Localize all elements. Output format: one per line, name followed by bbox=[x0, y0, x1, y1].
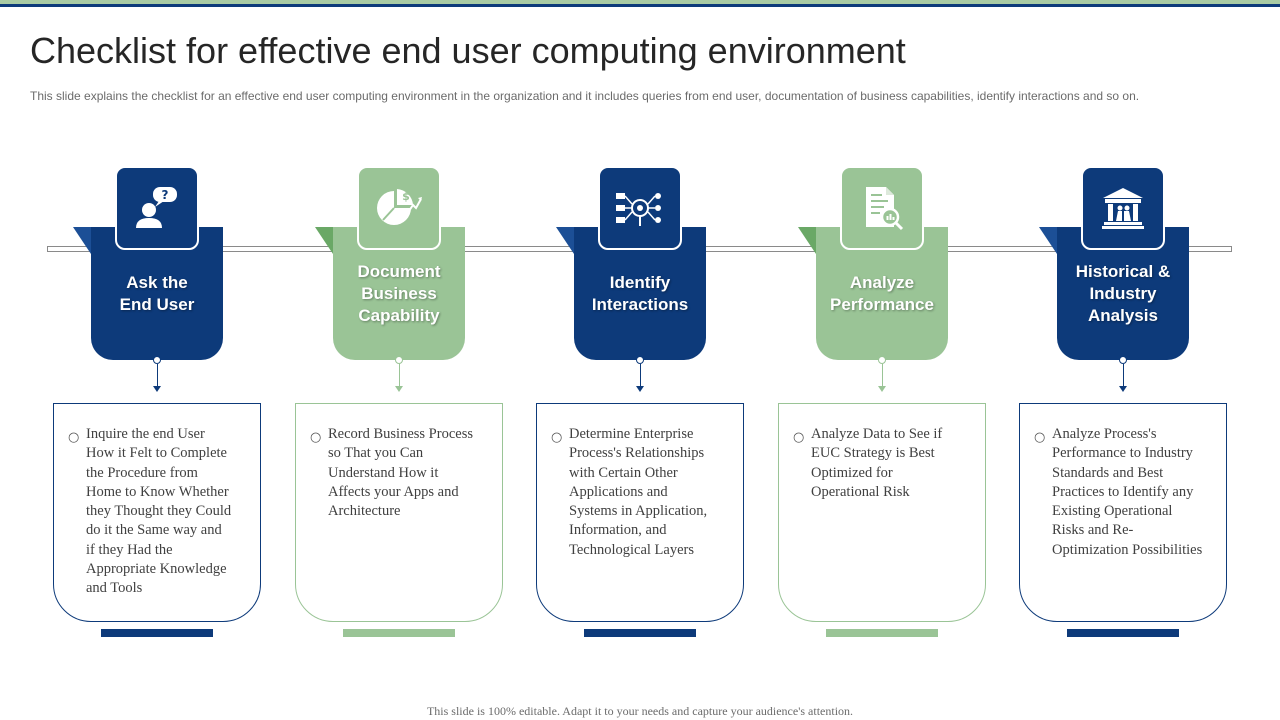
network-analysis-icon bbox=[598, 166, 682, 250]
step-title: Document Business Capability bbox=[357, 262, 441, 325]
step-title: Ask the End User bbox=[119, 273, 195, 314]
connector-line bbox=[157, 364, 158, 388]
bullet-circle-icon: ○ bbox=[793, 430, 805, 445]
svg-text:?: ? bbox=[162, 188, 169, 202]
top-accent-bar bbox=[0, 0, 1280, 8]
top-accent-navy bbox=[0, 4, 1280, 7]
tab-fold bbox=[73, 227, 91, 254]
card-base-bar bbox=[343, 629, 455, 637]
user-question-icon: ? bbox=[115, 166, 199, 250]
connector-dot bbox=[636, 356, 644, 364]
connector-line bbox=[399, 364, 400, 388]
step-historical-industry-analysis: Historical & Industry Analysis ○ Analyze… bbox=[1019, 0, 1229, 720]
connector-line bbox=[882, 364, 883, 388]
bullet-circle-icon: ○ bbox=[1034, 430, 1046, 445]
tab-fold bbox=[1039, 227, 1057, 254]
bullet-circle-icon: ○ bbox=[551, 430, 563, 445]
step-title: Identify Interactions bbox=[591, 273, 689, 314]
arrow-down-icon bbox=[153, 386, 161, 392]
card-base-bar bbox=[584, 629, 696, 637]
tab-fold bbox=[315, 227, 333, 254]
step-description: Determine Enterprise Process's Relations… bbox=[569, 426, 708, 558]
step-card: ○ Record Business Process so That you Ca… bbox=[295, 403, 503, 622]
connector-dot bbox=[395, 356, 403, 364]
connector-dot bbox=[153, 356, 161, 364]
bullet-circle-icon: ○ bbox=[310, 430, 322, 445]
page-subtitle: This slide explains the checklist for an… bbox=[30, 89, 1140, 103]
connector-line bbox=[640, 364, 641, 388]
report-analysis-icon bbox=[840, 166, 924, 250]
connector-dot bbox=[878, 356, 886, 364]
step-card: ○ Analyze Data to See if EUC Strategy is… bbox=[778, 403, 986, 622]
tab-fold bbox=[798, 227, 816, 254]
step-description: Inquire the end User How it Felt to Comp… bbox=[86, 426, 232, 597]
bank-building-icon bbox=[1081, 166, 1165, 250]
footer-note: This slide is 100% editable. Adapt it to… bbox=[426, 704, 854, 718]
step-description: Analyze Data to See if EUC Strategy is B… bbox=[811, 426, 943, 500]
step-description: Record Business Process so That you Can … bbox=[328, 426, 473, 520]
card-base-bar bbox=[101, 629, 213, 637]
step-card: ○ Inquire the end User How it Felt to Co… bbox=[53, 403, 261, 622]
tab-fold bbox=[556, 227, 574, 254]
step-card: ○ Analyze Process's Performance to Indus… bbox=[1019, 403, 1227, 622]
step-identify-interactions: Identify Interactions ○ Determine Enterp… bbox=[536, 0, 746, 720]
arrow-down-icon bbox=[636, 386, 644, 392]
page-title: Checklist for effective end user computi… bbox=[30, 30, 906, 71]
card-base-bar bbox=[1067, 629, 1179, 637]
step-analyze-performance: Analyze Performance ○ Analyze Data to Se… bbox=[778, 0, 988, 720]
step-title: Analyze Performance bbox=[830, 273, 934, 314]
connector-line bbox=[1123, 364, 1124, 388]
step-document-business-capability: $ Document Business Capability ○ Record … bbox=[295, 0, 505, 720]
svg-text:$: $ bbox=[402, 190, 410, 203]
pie-chart-dollar-icon: $ bbox=[357, 166, 441, 250]
step-title: Historical & Industry Analysis bbox=[1075, 262, 1171, 325]
connector-dot bbox=[1119, 356, 1127, 364]
step-card: ○ Determine Enterprise Process's Relatio… bbox=[536, 403, 744, 622]
arrow-down-icon bbox=[878, 386, 886, 392]
step-ask-end-user: ? Ask the End User ○ Inquire the end Use… bbox=[53, 0, 263, 720]
bullet-circle-icon: ○ bbox=[68, 430, 80, 445]
card-base-bar bbox=[826, 629, 938, 637]
top-accent-green bbox=[0, 0, 1280, 4]
arrow-down-icon bbox=[395, 386, 403, 392]
step-description: Analyze Process's Performance to Industr… bbox=[1052, 426, 1203, 558]
arrow-down-icon bbox=[1119, 386, 1127, 392]
